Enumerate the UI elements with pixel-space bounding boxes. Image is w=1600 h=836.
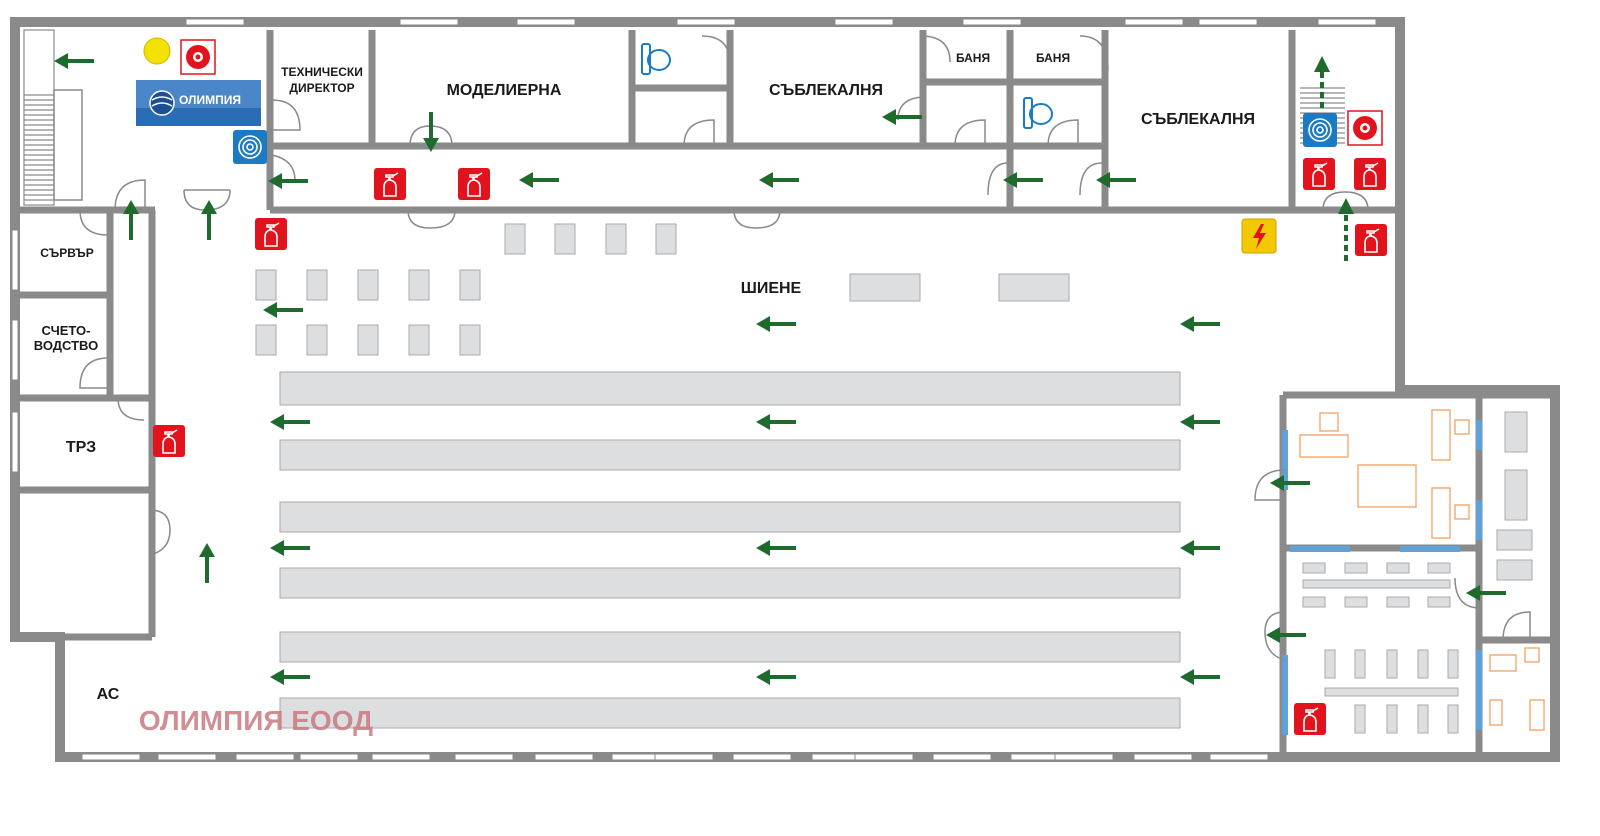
doors (79, 35, 1531, 661)
office-furniture (1299, 409, 1545, 731)
exit-arrow-icon (757, 170, 801, 190)
label-server: СЪРВЪР (40, 246, 93, 260)
exit-arrow-icon (754, 667, 798, 687)
toilet-icon (1023, 97, 1053, 129)
fire-extinguisher-icon (1354, 223, 1388, 257)
exit-arrow-icon (754, 412, 798, 432)
label-tech-director-2: ДИРЕКТОР (289, 81, 354, 95)
label-tech-director-1: ТЕХНИЧЕСКИ (281, 65, 363, 79)
exit-arrow-icon (266, 171, 310, 191)
fire-alarm-icon (1347, 110, 1383, 146)
label-payroll: ТРЗ (66, 439, 96, 456)
exit-arrow-icon (1178, 314, 1222, 334)
exit-arrow-icon (754, 314, 798, 334)
exit-arrow-icon (1314, 56, 1330, 112)
exit-arrow-icon (1178, 667, 1222, 687)
label-changing-room-1: СЪБЛЕКАЛНЯ (769, 82, 883, 99)
exit-arrow-icon (517, 170, 561, 190)
office-windows (1282, 420, 1482, 735)
exit-arrow-icon (268, 667, 312, 687)
label-bath-1: БАНЯ (956, 51, 990, 65)
exit-arrow-icon (1178, 538, 1222, 558)
toilet-icon (641, 43, 671, 75)
hose-reel-icon (232, 129, 268, 165)
logo-text: ОЛИМПИЯ (179, 93, 241, 107)
label-changing-room-2: СЪБЛЕКАЛНЯ (1141, 111, 1255, 128)
fire-extinguisher-icon (1293, 702, 1327, 736)
exit-arrow-icon (754, 538, 798, 558)
fire-extinguisher-icon (152, 424, 186, 458)
fire-alarm-icon (180, 39, 216, 75)
room-labels: ТЕХНИЧЕСКИ ДИРЕКТОР МОДЕЛИЕРНА СЪБЛЕКАЛН… (34, 51, 1255, 703)
smoke-detector-icon (143, 37, 171, 65)
exit-arrow-icon (199, 198, 219, 242)
label-accounting-1: СЧЕТО- (42, 323, 91, 338)
exit-arrow-icon (1268, 473, 1312, 493)
exit-arrow-icon (880, 107, 924, 127)
office-desks (1302, 411, 1533, 734)
work-tables (255, 223, 1181, 729)
exit-arrow-icon (1178, 412, 1222, 432)
hose-reel-icon (1302, 112, 1338, 148)
fire-extinguisher-icon (457, 167, 491, 201)
label-modeling: МОДЕЛИЕРНА (447, 82, 562, 99)
watermark: ОЛИМПИЯ ЕООД (139, 705, 373, 736)
electrical-hazard-icon (1241, 218, 1277, 254)
exit-arrow-icon (197, 541, 217, 585)
exit-arrow-icon (268, 412, 312, 432)
company-logo: ОЛИМПИЯ (136, 80, 261, 126)
label-sewing: ШИЕНЕ (741, 280, 802, 297)
exit-arrow-icon (1338, 198, 1354, 262)
label-ac: АС (97, 686, 120, 703)
fire-extinguisher-icon (373, 167, 407, 201)
exit-arrow-icon (261, 300, 305, 320)
fire-extinguisher-icon (254, 217, 288, 251)
exit-arrow-icon (268, 538, 312, 558)
fire-extinguisher-icon (1302, 157, 1336, 191)
label-bath-2: БАНЯ (1036, 51, 1070, 65)
label-accounting-2: ВОДСТВО (34, 338, 98, 353)
exit-arrow-icon (121, 198, 141, 242)
staircase-left (23, 29, 83, 206)
exit-arrows (52, 51, 1508, 687)
fire-extinguisher-icon (1353, 157, 1387, 191)
exit-arrow-icon (52, 51, 96, 71)
exit-arrow-icon (1464, 583, 1508, 603)
